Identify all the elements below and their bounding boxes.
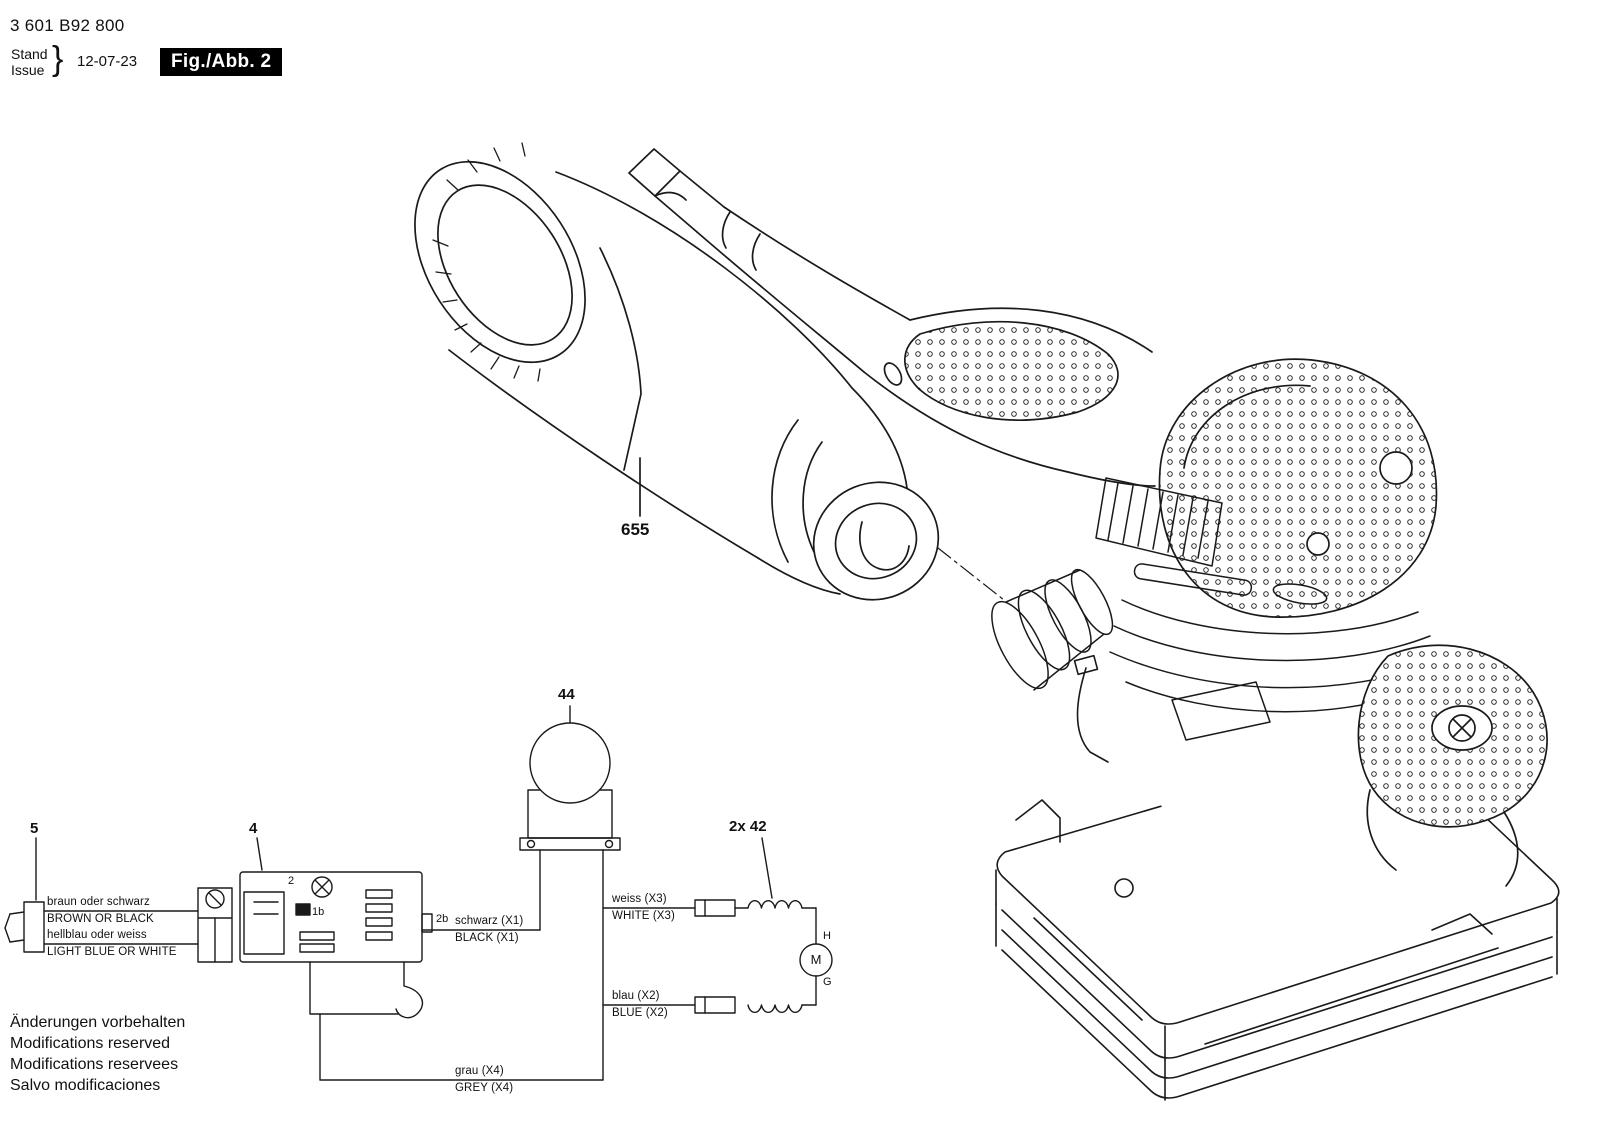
sander-body-drawing [991, 477, 1443, 741]
wire-label-blue-en: BLUE (X2) [612, 1007, 668, 1019]
issue-date: 12-07-23 [77, 53, 138, 70]
footer-line-fr: Modifications reservees [10, 1056, 179, 1073]
terminal-label-1b: 1b [312, 906, 325, 918]
dust-canister-drawing [414, 142, 1005, 601]
footer-line-de: Änderungen vorbehalten [10, 1014, 186, 1031]
wire-label-white-de: weiss (X3) [612, 893, 667, 905]
wire-label-brown-de: braun oder schwarz [47, 896, 150, 908]
wire-label-lightblue-de: hellblau oder weiss [47, 929, 147, 941]
brace-glyph: } [52, 40, 64, 78]
figure-badge: Fig./Abb. 2 [160, 48, 283, 76]
terminal-label-2: 2 [288, 875, 295, 887]
motor-dome-drawing [1158, 358, 1438, 618]
rear-grip-drawing [1357, 644, 1548, 887]
terminal-label-2b: 2b [436, 913, 449, 925]
footer-line-en: Modifications reserved [10, 1035, 171, 1052]
callout-switch: 4 [249, 820, 258, 837]
wire-label-lightblue-en: LIGHT BLUE OR WHITE [47, 946, 177, 958]
callout-cord: 5 [30, 820, 39, 837]
motor-label: M [810, 952, 822, 968]
wire-label-black-en: BLACK (X1) [455, 932, 519, 944]
motor-terminal-g: G [823, 976, 832, 988]
issue-label: Issue [11, 62, 45, 78]
footer-line-es: Salvo modificaciones [10, 1077, 161, 1094]
wire-label-blue-de: blau (X2) [612, 990, 660, 1002]
suction-tube-drawing [628, 148, 911, 373]
callout-choke: 2x 42 [729, 818, 767, 835]
stand-label: Stand [11, 46, 48, 62]
wire-label-grey-en: GREY (X4) [455, 1082, 514, 1094]
wire-label-grey-de: grau (X4) [455, 1065, 504, 1077]
wire-label-brown-en: BROWN OR BLACK [47, 913, 154, 925]
sander-handle-drawing [863, 307, 1156, 487]
wiring-schematic-drawing [4, 705, 833, 1081]
motor-terminal-h: H [823, 930, 831, 942]
wire-label-black-de: schwarz (X1) [455, 915, 524, 927]
callout-dust-box: 655 [621, 520, 650, 539]
part-number: 3 601 B92 800 [10, 16, 125, 35]
callout-suppressor: 44 [558, 686, 575, 703]
wire-label-white-en: WHITE (X3) [612, 910, 675, 922]
